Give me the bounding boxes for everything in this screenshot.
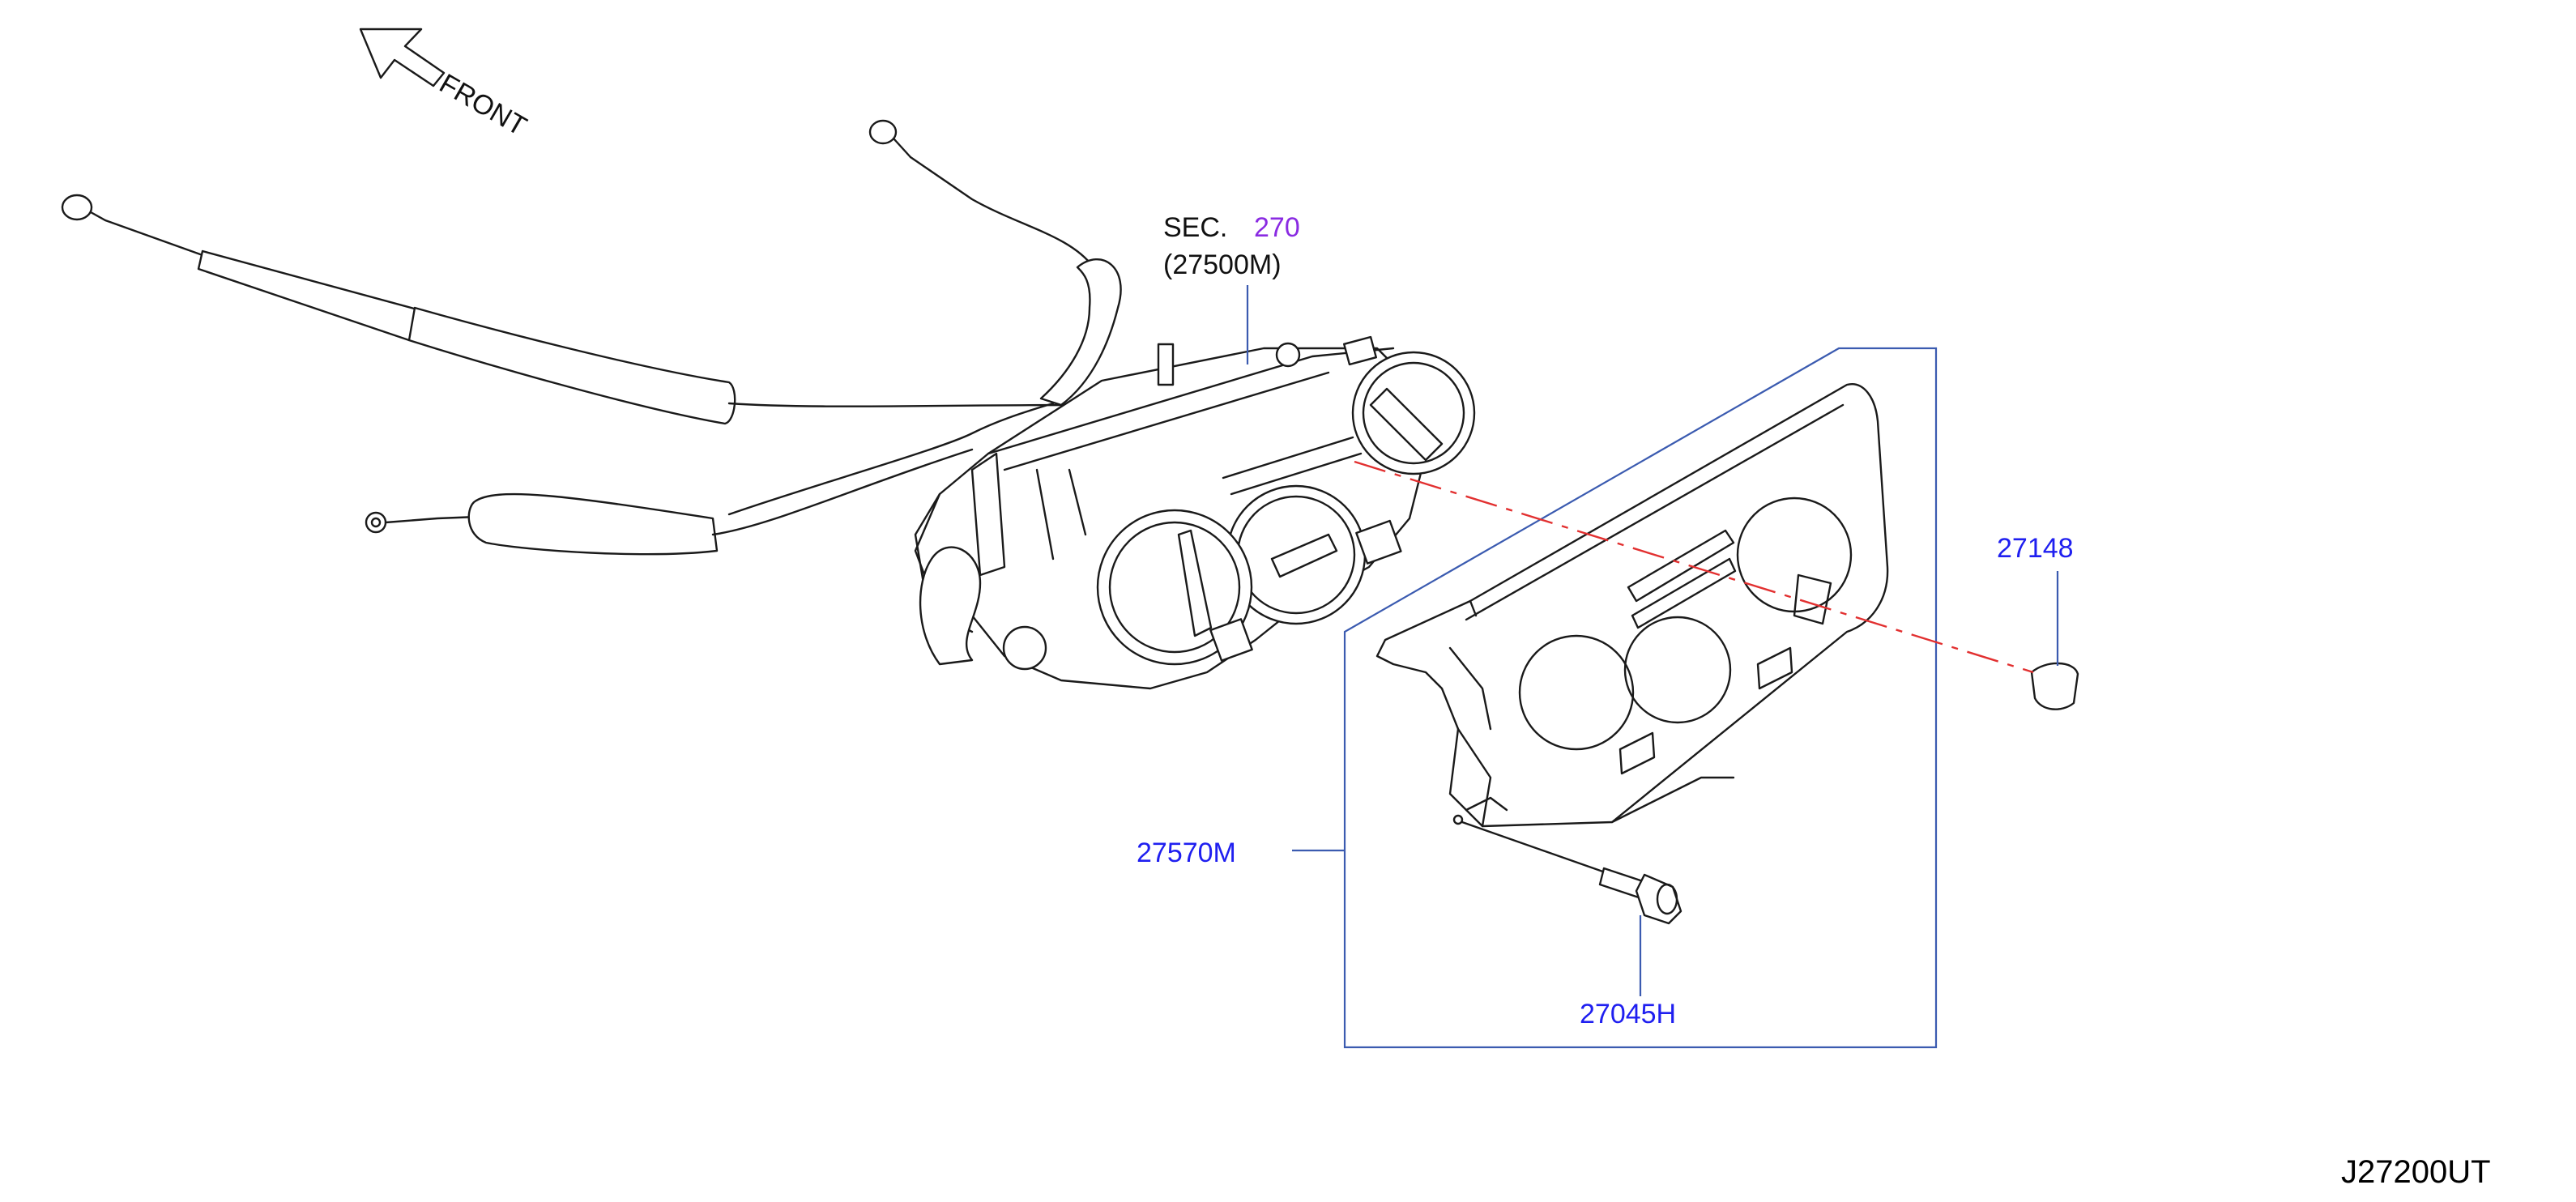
screw	[1461, 821, 1683, 925]
section-number: 270	[1254, 212, 1300, 243]
drawing-code: J27200UT	[2341, 1154, 2491, 1190]
front-label: FRONT	[434, 68, 531, 142]
section-subref: (27500M)	[1163, 249, 1282, 280]
control-cables	[61, 119, 1122, 556]
knob-cap	[2030, 662, 2079, 710]
part-label-27570M: 27570M	[1137, 838, 1236, 868]
front-arrow-icon	[359, 28, 446, 87]
knob-center-axis	[1354, 460, 2034, 674]
part-label-27148: 27148	[1997, 533, 2074, 564]
heater-control-assembly	[914, 335, 1476, 690]
panel-group-bracket	[1343, 347, 1938, 1049]
section-prefix: SEC.	[1163, 212, 1227, 243]
finisher-panel	[1375, 383, 1889, 828]
part-label-27045H: 27045H	[1580, 999, 1676, 1029]
